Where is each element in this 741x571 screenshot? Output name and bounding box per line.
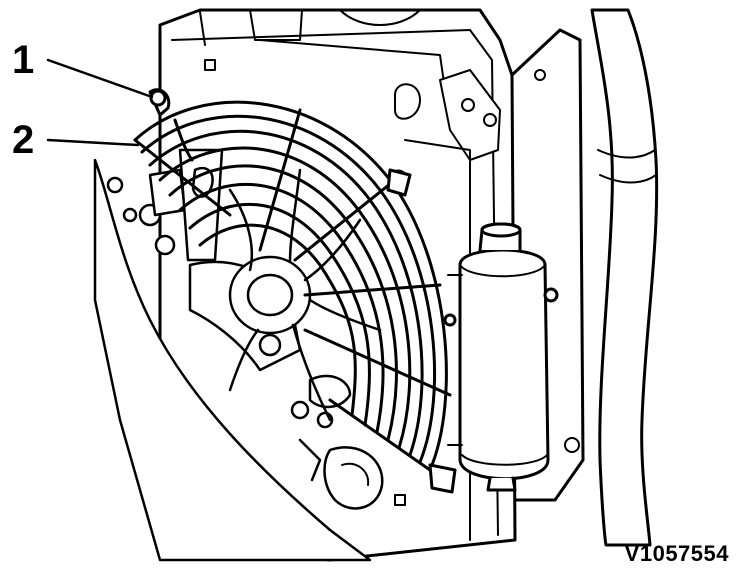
- coolant-hose: [590, 8, 659, 547]
- fan-guard: [133, 88, 457, 494]
- leader-line-2: [46, 138, 140, 147]
- figure-id: V1057554: [624, 541, 729, 566]
- receiver-drier: [443, 222, 559, 492]
- fan-blades: [228, 168, 382, 422]
- callout-2: 2: [12, 118, 35, 162]
- callout-1: 1: [12, 38, 35, 82]
- leader-line-1: [46, 58, 154, 99]
- callout-leaders: [46, 58, 154, 147]
